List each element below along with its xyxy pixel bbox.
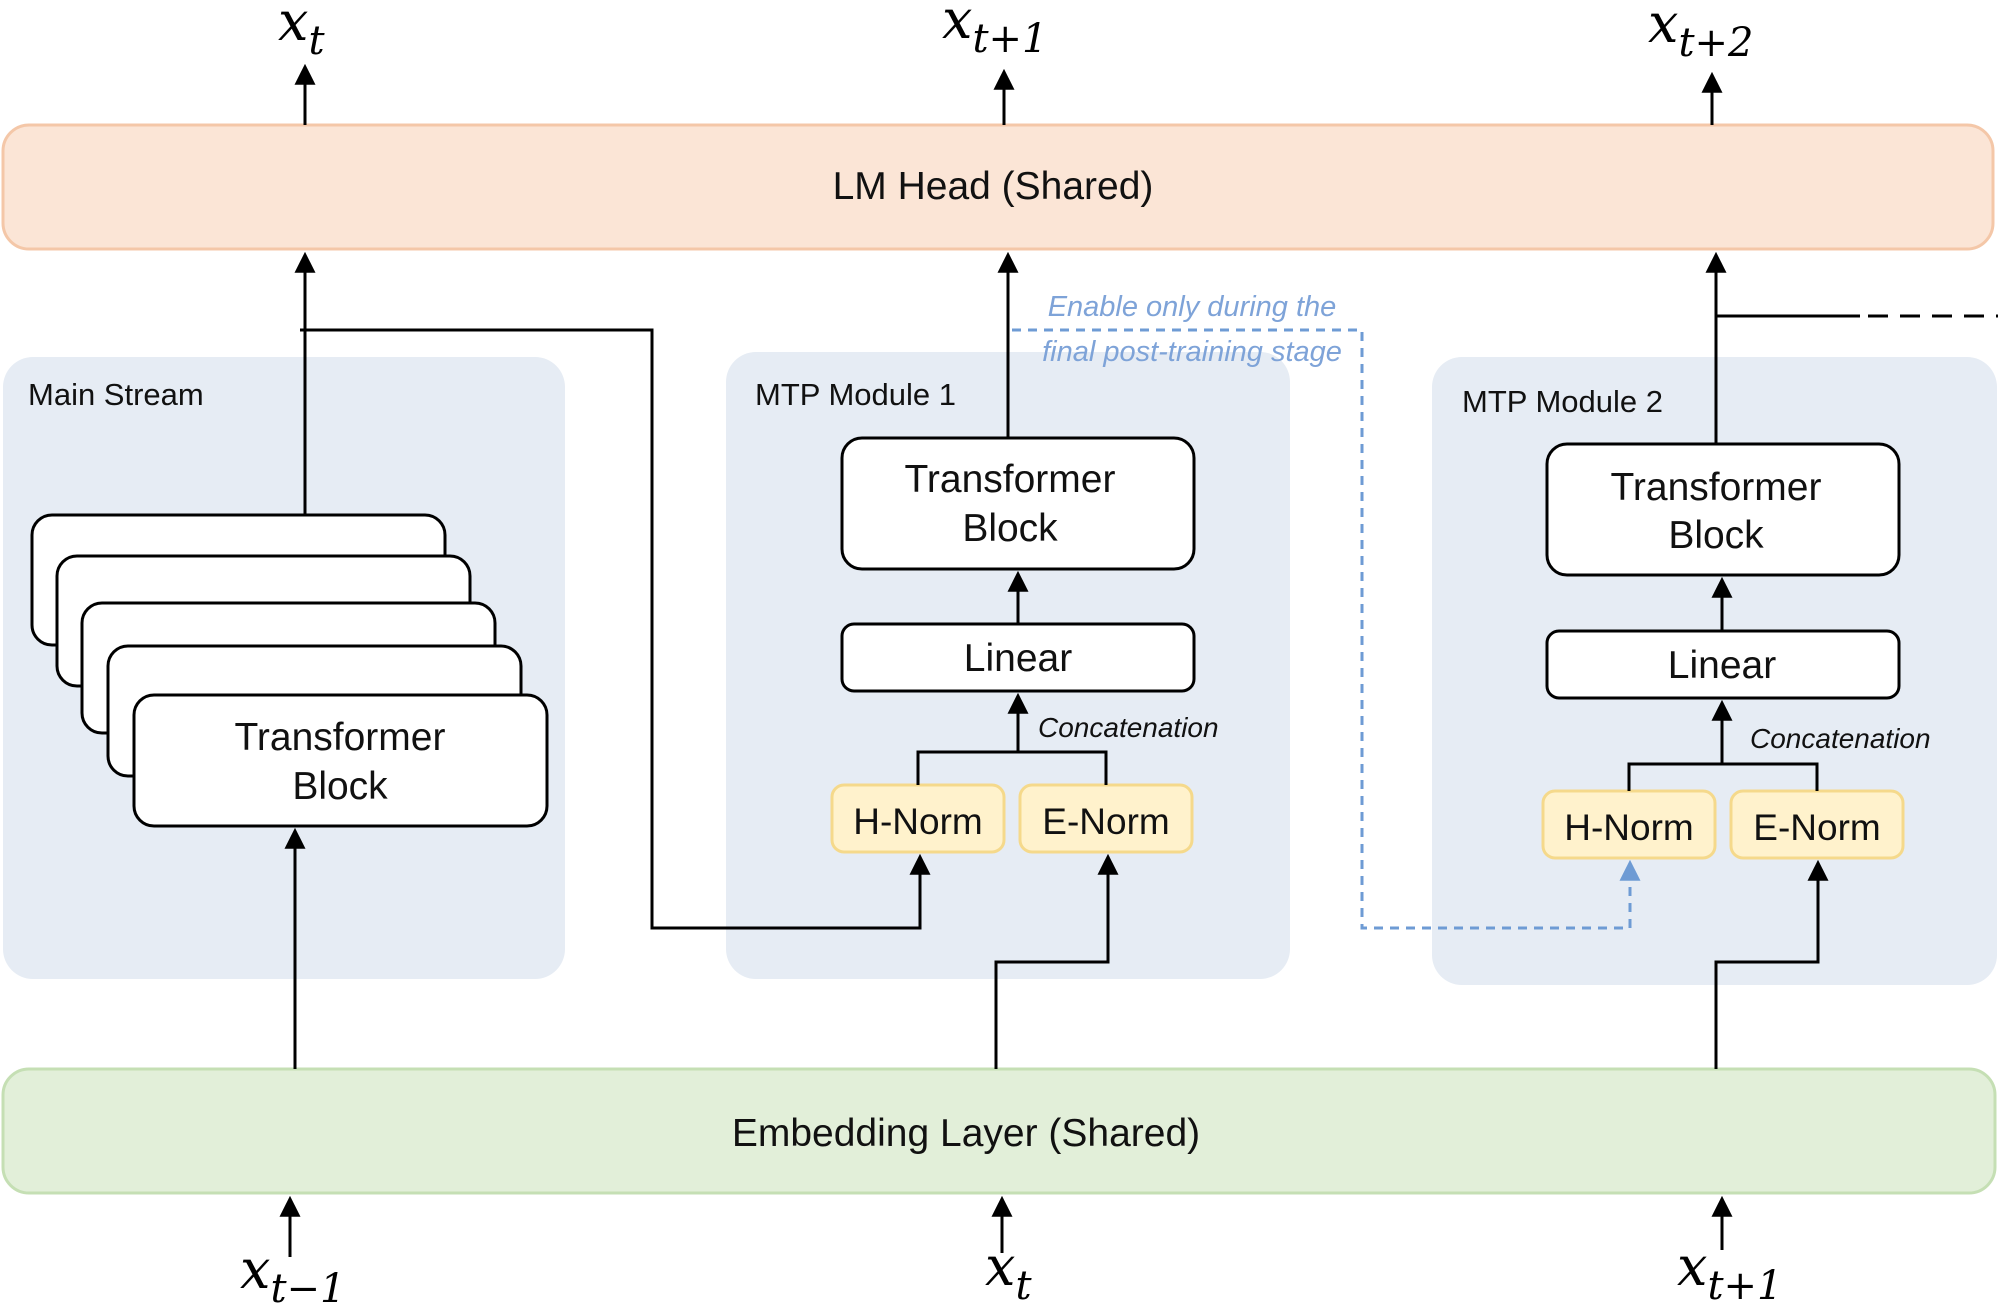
- input-x-tm1: xt−1: [240, 1238, 346, 1312]
- lm-head-label: LM Head (Shared): [833, 165, 1154, 208]
- input-x-t1: xt+1: [1677, 1235, 1783, 1309]
- mtp2-hnorm-label: H-Norm: [1564, 807, 1693, 848]
- mtp2-enorm-label: E-Norm: [1753, 807, 1880, 848]
- main-transformer-label-2: Block: [292, 765, 388, 808]
- mtp1-transformer-label-2: Block: [962, 507, 1058, 550]
- output-x-t: xt: [278, 0, 325, 64]
- main-stream-title: Main Stream: [28, 377, 204, 412]
- mtp1-transformer-label-1: Transformer: [905, 458, 1116, 501]
- mtp2-transformer-label-2: Block: [1668, 514, 1764, 557]
- input-x-t: xt: [985, 1235, 1032, 1309]
- output-x-t1: xt+1: [942, 0, 1048, 62]
- mtp2-transformer-block: [1545, 442, 1901, 577]
- main-transformer-label-1: Transformer: [235, 716, 446, 759]
- mtp2-linear-label: Linear: [1668, 644, 1776, 687]
- mtp1-hnorm-label: H-Norm: [853, 801, 982, 842]
- mtp1-enorm-label: E-Norm: [1042, 801, 1169, 842]
- mtp2-concat-label: Concatenation: [1750, 723, 1931, 754]
- note-line-2: final post-training stage: [1042, 336, 1342, 368]
- main-transformer-block: [132, 693, 549, 828]
- mtp2-transformer-label-1: Transformer: [1611, 466, 1822, 509]
- note-line-1: Enable only during the: [1048, 291, 1337, 323]
- embedding-layer-label: Embedding Layer (Shared): [732, 1112, 1200, 1155]
- lm-head-box: [1, 123, 1995, 251]
- mtp1-transformer-block: [840, 436, 1196, 571]
- dashed-training-path: [1012, 328, 1641, 930]
- output-x-t2: xt+2: [1648, 0, 1754, 66]
- mtp-module-1-title: MTP Module 1: [755, 377, 956, 412]
- connectors: [279, 63, 1998, 1257]
- mtp1-concat-label: Concatenation: [1038, 712, 1219, 743]
- embedding-layer-box: [1, 1067, 1997, 1195]
- mtp-module-2-title: MTP Module 2: [1462, 384, 1663, 419]
- mtp1-linear-label: Linear: [964, 637, 1072, 680]
